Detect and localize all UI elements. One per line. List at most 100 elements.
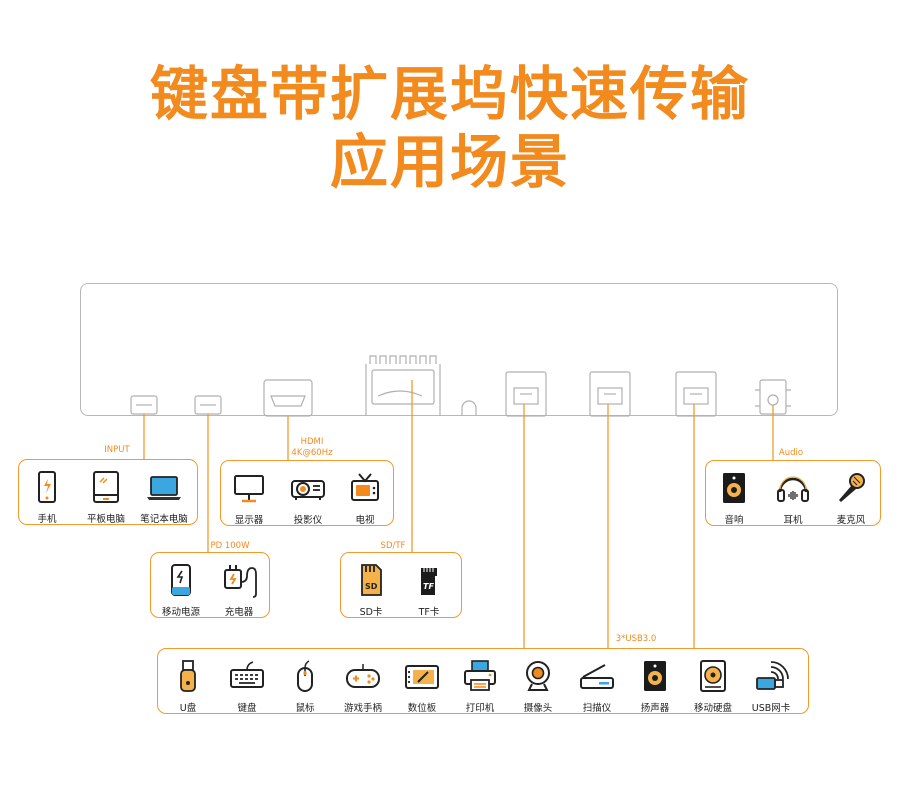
device-label: 移动硬盘: [693, 703, 732, 714]
keyboard-hub-outline: [80, 283, 838, 416]
speaker-icon: [723, 473, 745, 503]
device-label: 摄像头: [523, 703, 553, 714]
drawing-tablet-icon: [405, 665, 439, 689]
device-power-bank: 移动电源: [149, 562, 213, 624]
sdtf-group: SD SD卡 TF TF卡: [340, 552, 462, 618]
sd-card-icon: SD: [361, 564, 382, 596]
phone-icon: [38, 471, 56, 503]
gamepad-icon: [346, 664, 380, 688]
usb-a-port-2: [589, 371, 631, 417]
device-phone: 手机: [15, 469, 79, 531]
device-label: 扫描仪: [582, 703, 612, 714]
usb-port-label: 3*USB3.0: [615, 634, 657, 644]
pd-port-label: PD 100W: [210, 541, 250, 551]
power-bank-icon: [171, 564, 191, 596]
device-charger: 充电器: [207, 562, 271, 624]
input-port-label: INPUT: [104, 445, 130, 455]
mouse-icon: [297, 660, 313, 692]
headphones-icon: [777, 476, 809, 502]
scanner-icon: [580, 664, 614, 689]
usb-c-input-port: [130, 395, 158, 415]
hdmi-group: 显示器 投影仪 电视: [220, 460, 394, 526]
speaker-icon: [644, 661, 666, 691]
device-label: 键盘: [237, 703, 257, 714]
device-label: TF卡: [418, 607, 440, 618]
projector-icon: [291, 480, 325, 500]
device-label: 打印机: [465, 703, 495, 714]
device-printer: 打印机: [448, 658, 512, 720]
device-label: 充电器: [224, 607, 254, 618]
svg-text:SD: SD: [365, 582, 378, 591]
device-sd-card: SD SD卡: [339, 562, 403, 624]
usb-a-port-3: [675, 371, 717, 417]
device-audio-speaker: 音响: [702, 470, 766, 532]
usb-a-port-1: [505, 371, 547, 417]
device-tv: 电视: [333, 470, 397, 532]
keyboard-icon: [230, 661, 264, 688]
device-drawing-tablet: 数位板: [390, 658, 454, 720]
sdtf-port-label: SD/TF: [380, 541, 406, 551]
audio-group: 音响 耳机 麦克风: [705, 460, 881, 526]
tv-icon: [351, 473, 379, 501]
device-label: 笔记本电脑: [140, 514, 188, 525]
hdmi-port: [263, 379, 313, 417]
device-label: 数位板: [407, 703, 437, 714]
device-label: 投影仪: [293, 515, 323, 526]
device-label: 平板电脑: [86, 514, 125, 525]
hdmi-port-label: HDMI 4K@60Hz: [291, 437, 332, 459]
webcam-icon: [526, 661, 550, 691]
device-label: 麦克风: [836, 515, 866, 526]
device-label: 游戏手柄: [343, 703, 382, 714]
device-mouse: 鼠标: [273, 658, 337, 720]
input-group: 手机 平板电脑 笔记本电脑: [18, 459, 198, 525]
device-usb-speaker: 扬声器: [623, 658, 687, 720]
device-usb-wifi: USB网卡: [739, 658, 803, 720]
hdmi-label-line-2: 4K@60Hz: [291, 448, 333, 458]
usb-wifi-icon: [756, 661, 789, 690]
laptop-icon: [147, 476, 181, 500]
device-laptop: 笔记本电脑: [132, 469, 196, 531]
hard-drive-icon: [700, 660, 726, 692]
device-projector: 投影仪: [276, 470, 340, 532]
device-label: 耳机: [783, 515, 803, 526]
pd-group: 移动电源 充电器: [150, 552, 270, 618]
device-gamepad: 游戏手柄: [331, 658, 395, 720]
device-label: 扬声器: [640, 703, 670, 714]
sd-tf-slot: [365, 355, 441, 416]
usb-drive-icon: [180, 660, 196, 692]
device-keyboard: 键盘: [215, 658, 279, 720]
device-usb-drive: U盘: [156, 658, 220, 720]
device-headphones: 耳机: [761, 470, 825, 532]
device-label: 移动电源: [161, 607, 200, 618]
printer-icon: [464, 660, 496, 691]
device-label: 手机: [37, 514, 57, 525]
device-microphone: 麦克风: [819, 470, 883, 532]
usb-group: U盘 键盘 鼠标 游戏手柄 数位板 打印机 摄像头 扫描仪 扬声器 移动硬盘 U…: [157, 648, 809, 714]
svg-text:TF: TF: [423, 582, 434, 591]
device-hard-drive: 移动硬盘: [681, 658, 745, 720]
device-label: 鼠标: [295, 703, 315, 714]
microphone-icon: [839, 473, 865, 502]
device-tablet: 平板电脑: [74, 469, 138, 531]
device-label: 显示器: [234, 515, 264, 526]
tablet-icon: [93, 471, 119, 503]
device-label: SD卡: [359, 607, 383, 618]
device-scanner: 扫描仪: [565, 658, 629, 720]
tf-card-icon: TF: [421, 568, 437, 595]
page-title-line-2: 应用场景: [329, 128, 570, 196]
device-label: 音响: [724, 515, 744, 526]
hub-notch: [461, 400, 477, 416]
device-monitor: 显示器: [217, 470, 281, 532]
device-webcam: 摄像头: [506, 658, 570, 720]
device-label: U盘: [179, 703, 197, 714]
page-title-line-1: 键盘带扩展坞快速传输: [149, 60, 750, 128]
monitor-icon: [234, 475, 264, 503]
device-label: 电视: [355, 515, 375, 526]
audio-port-label: Audio: [778, 448, 804, 458]
charger-icon: [224, 565, 257, 598]
device-tf-card: TF TF卡: [397, 562, 461, 624]
usb-c-pd-port: [194, 395, 222, 415]
device-label: USB网卡: [751, 703, 791, 714]
hdmi-label-line-1: HDMI: [300, 437, 324, 447]
